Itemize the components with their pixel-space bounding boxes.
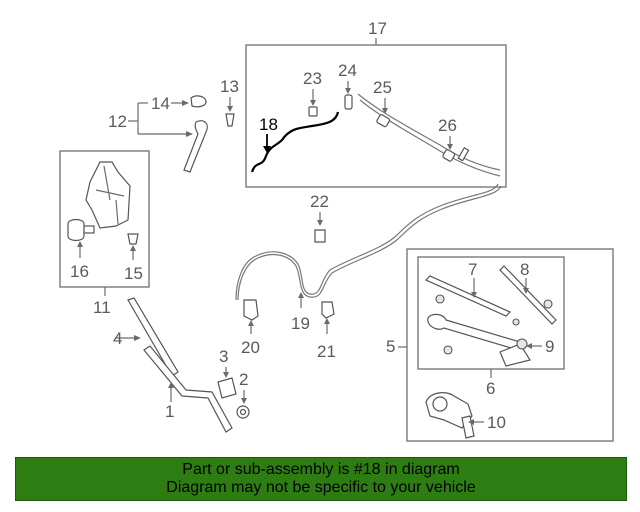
hose-clip-25[interactable] [376,114,391,128]
washer-hose-19[interactable] [235,183,499,301]
check-valve-24[interactable] [344,94,353,110]
filler-cap-14[interactable] [190,95,207,108]
banner-line-2: Diagram may not be specific to your vehi… [166,479,476,496]
callout-3: 3 [219,347,228,366]
part-22-group: 22 [310,192,329,243]
banner-line-1: Part or sub-assembly is #18 in diagram [182,461,460,478]
wiper-blade-4[interactable] [127,297,179,377]
washer-tank-group-11: 11 16 15 [59,150,150,317]
callout-20: 20 [241,338,260,357]
link-rod-8[interactable] [499,265,557,325]
callout-1: 1 [165,402,174,421]
callout-5: 5 [386,337,395,356]
callout-7: 7 [468,260,477,279]
washer-pump-16[interactable] [67,218,85,242]
callout-13: 13 [220,77,239,96]
callout-4: 4 [113,329,122,348]
callout-2: 2 [239,370,248,389]
callout-12: 12 [108,112,127,131]
callout-15: 15 [124,264,143,283]
callout-14: 14 [151,94,170,113]
callout-24: 24 [338,61,357,80]
callout-11: 11 [93,298,111,317]
hose-clip-26[interactable] [442,149,456,162]
clip-20[interactable] [243,299,259,321]
clip-13[interactable] [225,113,235,127]
info-banner: Part or sub-assembly is #18 in diagram D… [15,457,627,501]
filler-neck-group-12: 13 12 14 [108,77,239,173]
wiper-arm-1[interactable] [143,345,233,433]
callout-23: 23 [303,69,322,88]
callout-16: 16 [70,262,89,281]
nozzle-22[interactable] [314,229,326,243]
washer-hose-18[interactable] [250,111,340,173]
callout-19: 19 [291,314,310,333]
cap-3[interactable] [217,377,237,399]
callout-21: 21 [317,342,336,361]
filler-neck-12[interactable] [183,120,208,173]
callout-25: 25 [373,78,392,97]
parts-2-3: 3 2 [217,347,250,419]
hose-routing-19: 19 [235,183,502,333]
washer-tank[interactable] [85,161,131,229]
clip-21[interactable] [321,301,335,319]
bushing-9[interactable] [516,338,528,350]
callout-9: 9 [545,337,554,356]
parts-20-21: 20 21 [241,299,336,361]
callout-22: 22 [310,192,329,211]
callout-18: 18 [259,115,278,134]
callout-8: 8 [520,260,529,279]
callout-6: 6 [486,379,495,398]
callout-17: 17 [368,19,387,38]
hose-assembly-group-17: 17 18 23 24 25 26 [245,19,507,188]
connector-23[interactable] [308,106,318,117]
grommet-15[interactable] [127,233,139,245]
callout-10: 10 [487,413,506,432]
callout-26: 26 [438,116,457,135]
wiper-arm-group: 4 1 [113,297,233,433]
wiper-linkage-group-5: 5 6 7 8 9 10 [386,248,614,442]
link-rod-7[interactable] [424,275,512,317]
